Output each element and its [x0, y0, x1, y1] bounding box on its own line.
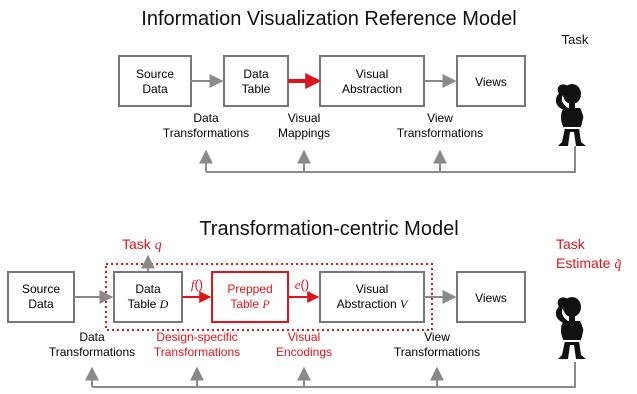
svg-text:Data: Data: [28, 297, 54, 311]
bottom-label-visual-encodings-line2: Encodings: [276, 345, 332, 359]
top-box-abstraction-line1: Visual: [356, 67, 388, 81]
task-q-label: Task q: [122, 236, 162, 253]
top-box-abstraction-line2: Abstraction: [342, 82, 402, 96]
bottom-box-visual-abstraction: Visual Abstraction V: [319, 271, 425, 323]
svg-text:Table D: Table D: [128, 297, 169, 311]
top-label-visual-mappings-line2: Mappings: [278, 126, 330, 140]
svg-text:Task: Task: [556, 236, 586, 252]
svg-text:Data: Data: [135, 282, 161, 296]
top-box-source-line2: Data: [142, 82, 168, 96]
top-title: Information Visualization Reference Mode…: [141, 8, 516, 30]
top-label-visual-mappings-line1: Visual: [288, 111, 320, 125]
bottom-box-prepped-table: Prepped Table P: [211, 271, 289, 323]
svg-text:Visual: Visual: [356, 282, 388, 296]
svg-text:Views: Views: [475, 291, 507, 305]
bottom-label-view-transformations-line1: View: [424, 330, 450, 344]
top-box-visual-abstraction: Visual Abstraction: [319, 55, 425, 107]
bottom-label-data-transformations-line1: Data: [79, 330, 105, 344]
bottom-label-design-specific-line1: Design-specific: [156, 330, 237, 344]
svg-text:Source: Source: [22, 282, 60, 296]
top-box-table-line1: Data: [243, 67, 269, 81]
bottom-label-data-transformations-line2: Transformations: [49, 345, 135, 359]
thinking-person-icon: [555, 297, 586, 359]
svg-text:Estimate q̃: Estimate q̃: [556, 255, 622, 272]
svg-text:Abstraction V: Abstraction V: [337, 297, 409, 311]
bottom-label-visual-encodings-line1: Visual: [288, 330, 320, 344]
bottom-label-view-transformations-line2: Transformations: [394, 345, 480, 359]
bottom-title: Transformation-centric Model: [199, 218, 458, 240]
top-label-view-transformations-line2: Transformations: [397, 126, 483, 140]
top-label-data-transformations-line2: Transformations: [163, 126, 249, 140]
function-e-label: e(): [295, 277, 309, 292]
bottom-feedback-line: [92, 362, 576, 388]
task-estimate-label: Task Estimate q̃: [556, 236, 622, 272]
bottom-box-data-table: Data Table D: [113, 271, 183, 323]
thinking-person-icon: [555, 84, 586, 146]
top-label-data-transformations-line1: Data: [193, 111, 219, 125]
top-feedback-line: [206, 146, 576, 173]
function-f-label: f(): [191, 277, 203, 292]
top-box-table-line2: Table: [242, 82, 271, 96]
top-box-source-data: Source Data: [118, 55, 192, 107]
top-box-views-line1: Views: [475, 75, 507, 89]
bottom-box-source-data: Source Data: [7, 271, 75, 323]
top-box-source-line1: Source: [136, 67, 174, 81]
top-label-view-transformations-line1: View: [427, 111, 453, 125]
top-box-data-table: Data Table: [223, 55, 289, 107]
svg-text:Prepped: Prepped: [227, 282, 272, 296]
top-task-label: Task: [562, 32, 589, 47]
svg-text:Task q: Task q: [122, 236, 162, 253]
svg-text:Table P: Table P: [230, 297, 270, 311]
top-box-views: Views: [456, 55, 526, 107]
bottom-label-design-specific-line2: Transformations: [154, 345, 240, 359]
bottom-box-views: Views: [456, 271, 526, 323]
